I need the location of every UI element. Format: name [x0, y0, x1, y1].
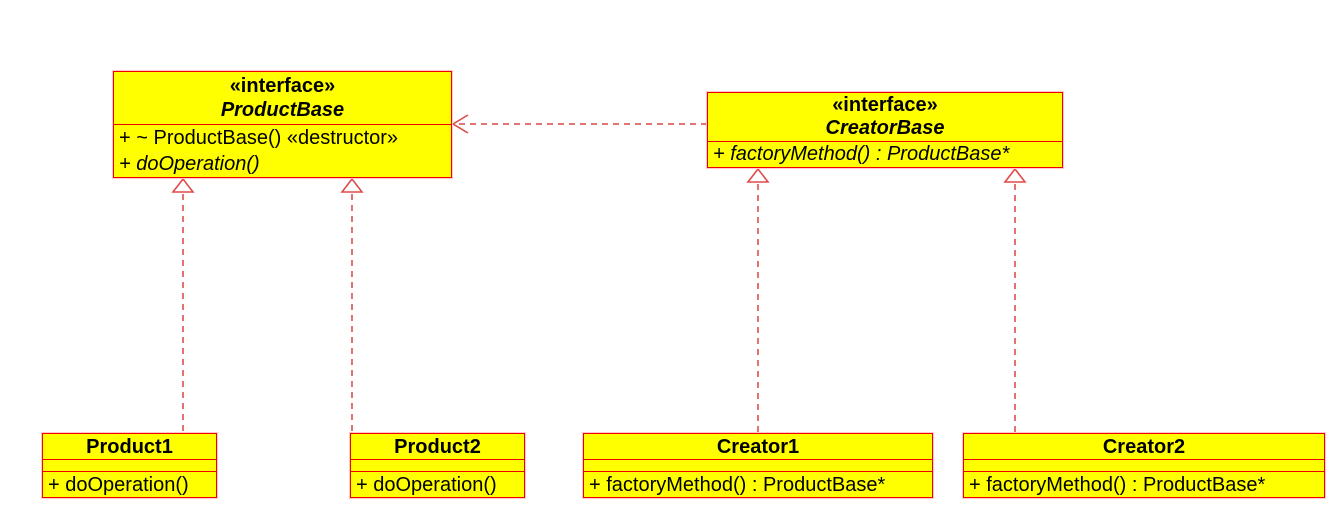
method-label: + ~ ProductBase() «destructor» [119, 127, 399, 149]
method-label: + factoryMethod() : ProductBase* [713, 143, 1010, 165]
attributes-compartment-empty [351, 459, 524, 471]
class-title-compartment: «interface» ProductBase [114, 72, 451, 124]
class-title-compartment: Creator2 [964, 434, 1324, 459]
realization-product1-to-productbase [171, 177, 195, 432]
method-label: + factoryMethod() : ProductBase* [589, 474, 886, 496]
method-label: + doOperation() [48, 474, 189, 496]
attributes-compartment-empty [964, 459, 1324, 471]
methods-compartment: + doOperation() [351, 471, 524, 498]
dependency-creatorbase-to-productbase [451, 114, 707, 134]
hollow-triangle-arrowhead [746, 167, 770, 183]
methods-compartment: + factoryMethod() : ProductBase* [584, 471, 932, 498]
realization-creator2-to-creatorbase [1003, 167, 1027, 432]
stereotype-label: «interface» [229, 75, 336, 97]
class-name: Product2 [394, 436, 481, 458]
attributes-compartment-empty [584, 459, 932, 471]
class-name: Creator2 [1102, 436, 1186, 458]
open-arrowhead [451, 114, 469, 134]
class-creator1[interactable]: Creator1 + factoryMethod() : ProductBase… [583, 433, 933, 498]
class-title-compartment: Product1 [43, 434, 216, 459]
class-name: Product1 [86, 436, 173, 458]
stereotype-label: «interface» [832, 94, 938, 116]
method-label: + factoryMethod() : ProductBase* [969, 474, 1266, 496]
method-label: + doOperation() [356, 474, 497, 496]
hollow-triangle-arrowhead [171, 177, 195, 193]
methods-compartment: + factoryMethod() : ProductBase* [708, 141, 1062, 167]
hollow-triangle-arrowhead [340, 177, 364, 193]
attributes-compartment-empty [43, 459, 216, 471]
class-name: ProductBase [220, 99, 345, 121]
class-product1[interactable]: Product1 + doOperation() [42, 433, 217, 498]
class-productbase[interactable]: «interface» ProductBase + ~ ProductBase(… [113, 71, 452, 178]
realization-product2-to-productbase [340, 177, 364, 432]
class-creatorbase[interactable]: «interface» CreatorBase + factoryMethod(… [707, 92, 1063, 168]
class-name: Creator1 [716, 436, 800, 458]
realization-creator1-to-creatorbase [746, 167, 770, 432]
methods-compartment: + factoryMethod() : ProductBase* [964, 471, 1324, 498]
hollow-triangle-arrowhead [1003, 167, 1027, 183]
methods-compartment: + doOperation() [43, 471, 216, 498]
class-title-compartment: Product2 [351, 434, 524, 459]
class-title-compartment: Creator1 [584, 434, 932, 459]
methods-compartment: + ~ ProductBase() «destructor» + doOpera… [114, 124, 451, 177]
class-name: CreatorBase [825, 117, 945, 139]
class-title-compartment: «interface» CreatorBase [708, 93, 1062, 141]
class-creator2[interactable]: Creator2 + factoryMethod() : ProductBase… [963, 433, 1325, 498]
class-product2[interactable]: Product2 + doOperation() [350, 433, 525, 498]
method-label: + doOperation() [119, 153, 260, 175]
